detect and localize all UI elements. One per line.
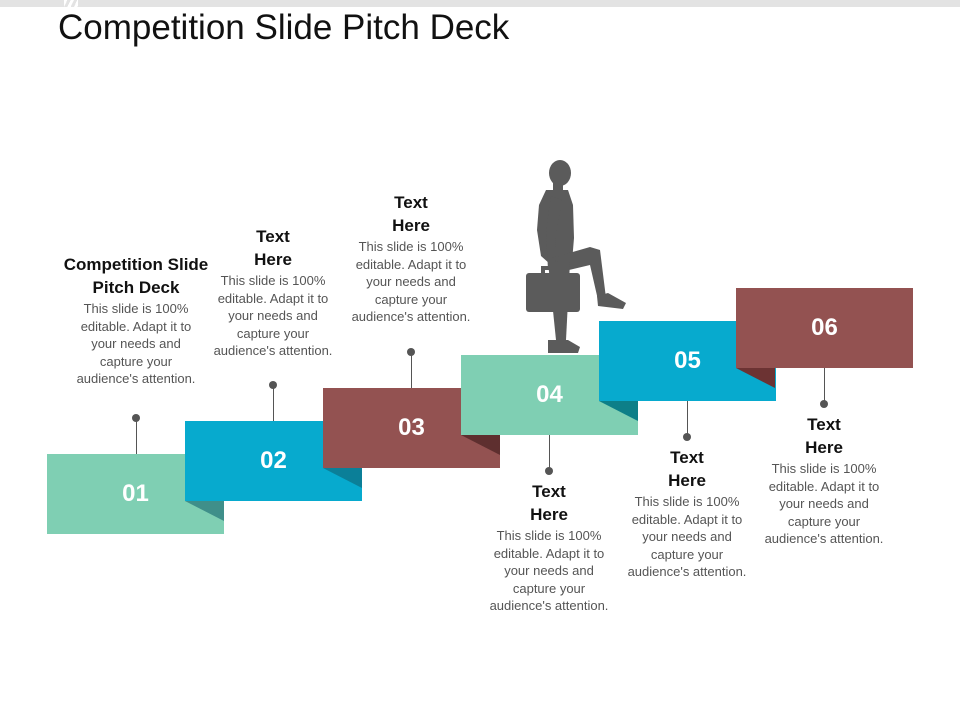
label-5-heading: Text Here (668, 448, 706, 490)
label-5-body: This slide is 100% editable. Adapt it to… (627, 494, 747, 579)
step-1-number: 01 (122, 480, 149, 507)
connector-6 (824, 368, 825, 404)
connector-dot-2 (269, 381, 277, 389)
connector-dot-1 (132, 414, 140, 422)
step-3-number: 03 (398, 414, 425, 441)
connector-3 (411, 352, 412, 388)
step-5-number: 05 (674, 347, 701, 374)
connector-dot-4 (545, 467, 553, 475)
connector-dot-5 (683, 433, 691, 441)
label-4-body: This slide is 100% editable. Adapt it to… (489, 528, 609, 613)
label-2-heading: Text Here (254, 227, 292, 269)
connector-4 (549, 435, 550, 471)
step-2-number: 02 (260, 447, 287, 474)
step-6: 06 (736, 288, 913, 368)
top-bar-notch (64, 0, 78, 7)
connector-dot-3 (407, 348, 415, 356)
label-3-body: This slide is 100% editable. Adapt it to… (351, 239, 471, 324)
label-2-body: This slide is 100% editable. Adapt it to… (213, 273, 333, 358)
label-6: Text Here This slide is 100% editable. A… (754, 413, 894, 548)
label-4-heading: Text Here (530, 482, 568, 524)
connector-1 (136, 418, 137, 454)
label-5: Text Here This slide is 100% editable. A… (617, 446, 757, 581)
connector-5 (687, 401, 688, 437)
step-4-number: 04 (536, 381, 563, 408)
label-3-heading: Text Here (392, 193, 430, 235)
label-2: Text Here This slide is 100% editable. A… (203, 225, 343, 360)
label-3: Text Here This slide is 100% editable. A… (341, 191, 481, 326)
label-6-heading: Text Here (805, 415, 843, 457)
label-1: Competition Slide Pitch Deck This slide … (56, 253, 216, 388)
step-6-number: 06 (811, 314, 838, 341)
label-6-body: This slide is 100% editable. Adapt it to… (764, 461, 884, 546)
slide-title: Competition Slide Pitch Deck (58, 8, 510, 47)
top-bar (0, 0, 960, 7)
label-4: Text Here This slide is 100% editable. A… (479, 480, 619, 615)
label-1-body: This slide is 100% editable. Adapt it to… (76, 301, 196, 386)
label-1-heading: Competition Slide Pitch Deck (63, 255, 209, 297)
connector-2 (273, 385, 274, 421)
connector-dot-6 (820, 400, 828, 408)
